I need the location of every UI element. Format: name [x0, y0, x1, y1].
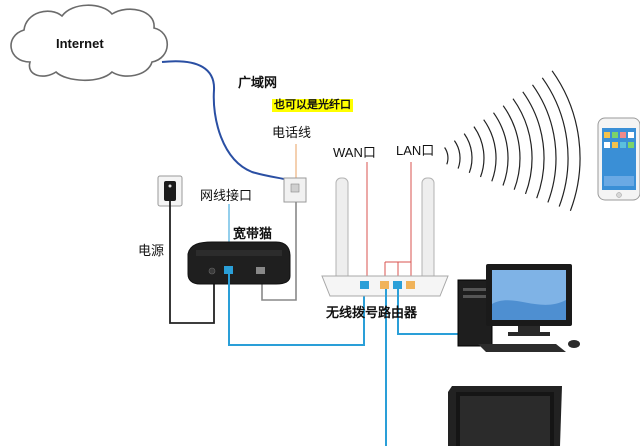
- wifi-arc: [453, 140, 461, 169]
- wifi-arc: [512, 98, 533, 195]
- wifi-arc: [473, 126, 485, 178]
- wan-port-label: WAN口: [333, 145, 376, 160]
- power-adapter-icon: [157, 175, 183, 207]
- cloud-icon: [10, 4, 168, 82]
- laptop-icon: [448, 386, 562, 446]
- phone-line-cable: [161, 60, 295, 183]
- wifi-arc: [522, 91, 545, 199]
- router-icon: [321, 275, 449, 297]
- wifi-arc: [502, 105, 521, 190]
- router-to-desktop-cable: [397, 289, 458, 335]
- router-label: 无线拨号路由器: [326, 305, 418, 320]
- wifi-arc: [551, 70, 581, 212]
- internet-label: Internet: [56, 36, 104, 51]
- modem-icon: [187, 241, 291, 285]
- power-label: 电源: [138, 243, 165, 258]
- wifi-arc: [541, 77, 569, 207]
- modem-label: 宽带猫: [233, 226, 273, 241]
- wifi-arc: [444, 147, 449, 165]
- power-cable: [169, 201, 215, 324]
- wifi-arc: [493, 112, 509, 186]
- wan-area-label: 广域网: [238, 75, 278, 90]
- smartphone-icon: [597, 117, 640, 201]
- router-antennas: [335, 177, 435, 283]
- fiber-note-label: 也可以是光纤口: [272, 99, 353, 112]
- phone-line-label: 电话线: [272, 125, 312, 140]
- lan-port-label: LAN口: [396, 143, 435, 158]
- wifi-signal-icon: [444, 70, 581, 212]
- desktop-computer-icon: [457, 264, 580, 352]
- phone-to-modem-cable: [261, 202, 297, 301]
- phone-wall-socket-icon: [283, 177, 307, 203]
- network-cable: [228, 274, 365, 346]
- wifi-arc: [532, 84, 557, 203]
- cable-port-label: 网线接口: [200, 188, 253, 203]
- wifi-arc: [483, 119, 497, 182]
- port-pointers: [366, 162, 412, 282]
- wifi-arc: [463, 133, 473, 174]
